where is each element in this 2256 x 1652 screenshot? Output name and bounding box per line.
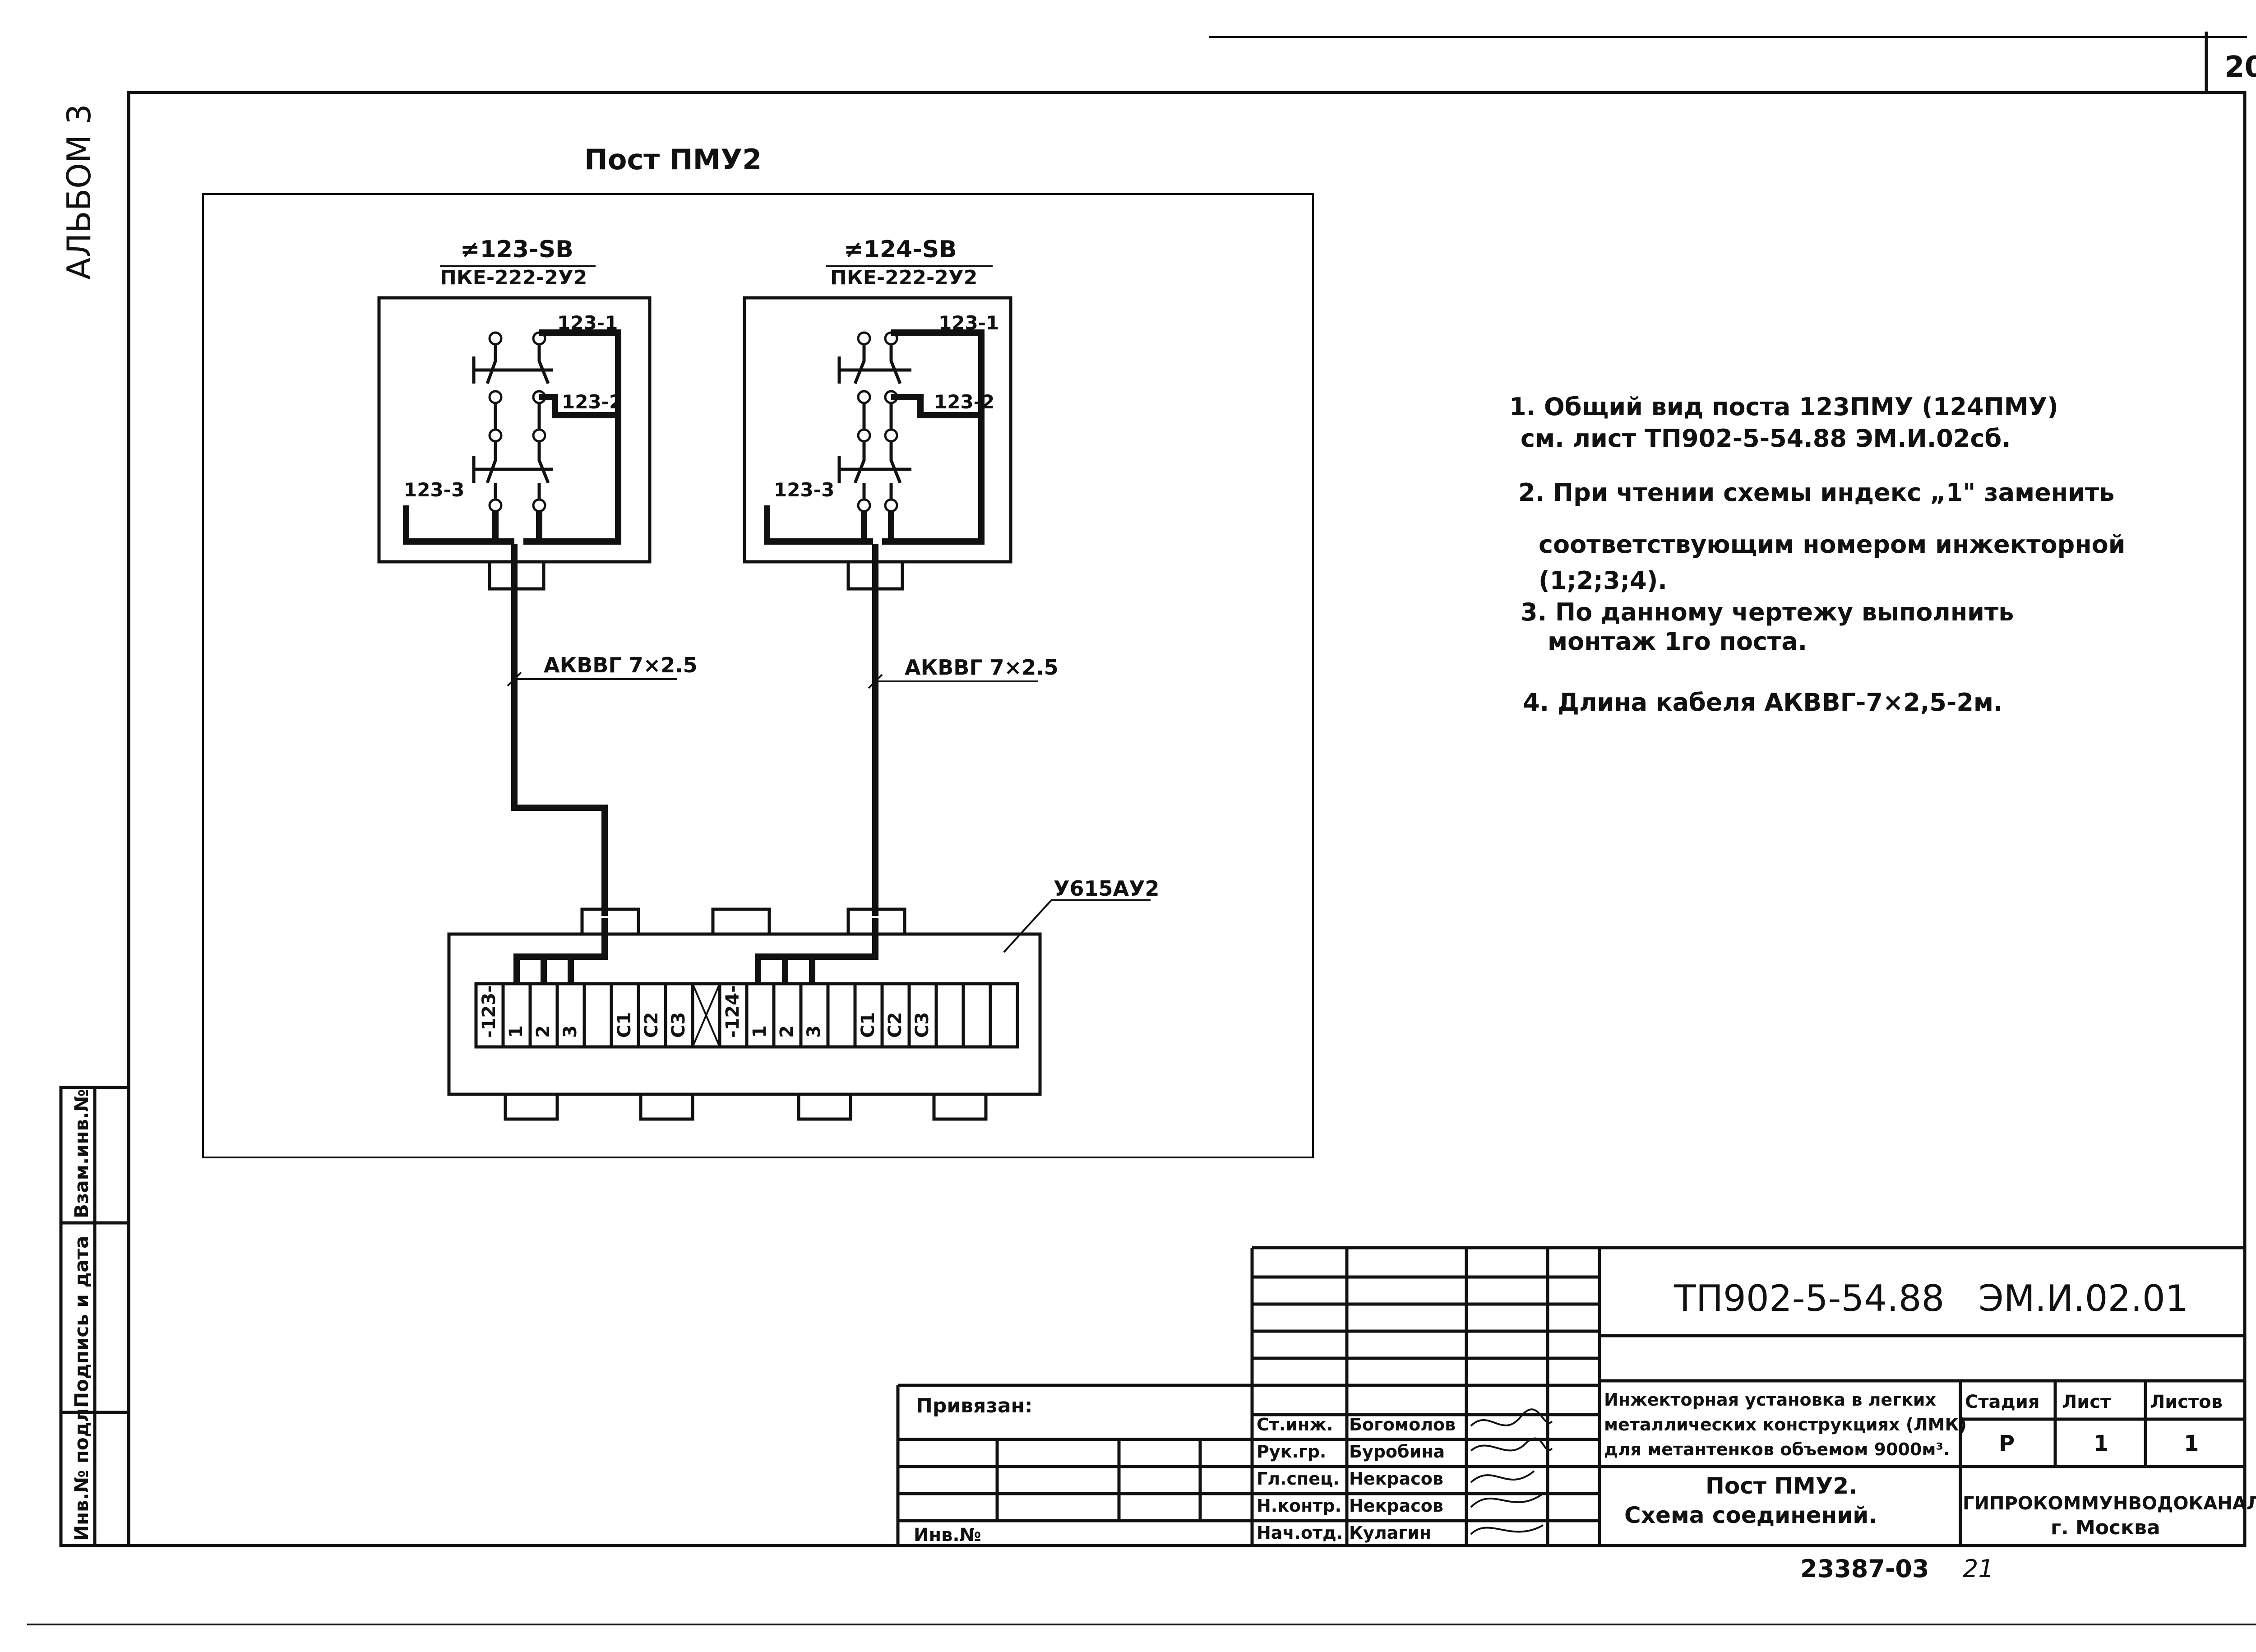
- sheet-label: Лист: [2062, 1392, 2111, 1412]
- post-title: Пост ПМУ2: [584, 143, 762, 176]
- terminal-label: С1: [614, 1012, 635, 1038]
- note-2a: 2. При чтении схемы индекс „1" заменить: [1518, 478, 2114, 507]
- staff-role-5: Нач.отд.: [1257, 1523, 1343, 1543]
- organization-name: ГИПРОКОММУНВОДОКАНАЛ: [1963, 1493, 2256, 1514]
- terminal-cell: [962, 982, 992, 1049]
- drawing-title-2: Схема соединений.: [1624, 1502, 1877, 1528]
- sheet-value: 1: [2094, 1431, 2108, 1456]
- terminal-label: 2: [533, 1025, 554, 1038]
- staff-role-4: Н.контр.: [1257, 1496, 1341, 1516]
- stage-value: Р: [1999, 1431, 2015, 1456]
- stamp-podpis-data: Подпись и дата: [70, 1236, 92, 1408]
- post-1-housing: [377, 296, 652, 564]
- sheets-label: Листов: [2150, 1392, 2223, 1412]
- archive-number: 23387-03: [1800, 1555, 1929, 1583]
- doc-code: ТП902-5-54.88: [1674, 1277, 1944, 1319]
- note-1b: см. лист ТП902-5-54.88 ЭМ.И.02сб.: [1521, 424, 2011, 453]
- post-2-housing: [743, 296, 1012, 564]
- notes: 1. Общий вид поста 123ПМУ (124ПМУ) см. л…: [1509, 393, 2126, 717]
- post-1-type: ПКЕ-222-2У2: [440, 266, 587, 289]
- terminal-label: С2: [885, 1012, 906, 1038]
- staff-name-2: Буробина: [1349, 1442, 1445, 1462]
- terminal-label: -123-: [479, 985, 499, 1038]
- post-2-cable-label: АКВВГ 7×2.5: [905, 655, 1059, 680]
- post-1-designator: ≠123-SB: [460, 236, 573, 263]
- note-3a: 3. По данному чертежу выполнить: [1521, 598, 2014, 626]
- terminal-cell: [934, 982, 965, 1049]
- terminal-label: С3: [912, 1012, 933, 1038]
- sheets-value: 1: [2184, 1431, 2199, 1456]
- post-1-label-2: 123-2: [562, 391, 622, 413]
- post-1: ≠123-SB ПКЕ-222-2У2 123-1 123-2 123-3 АК…: [377, 236, 698, 916]
- staff-name-4: Некрасов: [1349, 1496, 1443, 1516]
- post-1-label-1: 123-1: [557, 312, 618, 334]
- terminal-label: С3: [668, 1012, 689, 1038]
- post-2: ≠124-SB ПКЕ-222-2У2 123-1 123-2 123-3 АК…: [743, 236, 1059, 916]
- side-stamp: Инв.№ подл. Подпись и дата Взам.инв.№: [59, 1086, 130, 1547]
- stamp-vzam-inv: Взам.инв.№: [70, 1089, 92, 1218]
- organization-city: г. Москва: [2051, 1516, 2160, 1539]
- post-2-label-1: 123-1: [938, 312, 999, 334]
- terminal-label: С1: [858, 1012, 878, 1038]
- drawing-title-1: Пост ПМУ2.: [1706, 1473, 1857, 1499]
- terminal-label: С2: [641, 1012, 662, 1038]
- staff-name-5: Кулагин: [1349, 1523, 1431, 1543]
- sheet-number: 20: [2224, 51, 2256, 84]
- terminal-cell: [582, 982, 613, 1049]
- post-2-type: ПКЕ-222-2У2: [830, 266, 977, 289]
- post-2-label-2: 123-2: [934, 391, 994, 413]
- doc-suffix: ЭМ.И.02.01: [1979, 1277, 2188, 1319]
- note-4: 4. Длина кабеля АКВВГ-7×2,5-2м.: [1523, 688, 2003, 717]
- terminal-label: 1: [506, 1025, 527, 1038]
- description-1: Инжекторная установка в легких: [1604, 1390, 1936, 1410]
- terminal-cell: [826, 982, 857, 1049]
- archive-page: 21: [1963, 1555, 1994, 1583]
- sheet-frame: [127, 91, 2247, 1547]
- inv-no-label: Инв.№: [914, 1525, 981, 1546]
- post-2-label-3: 123-3: [774, 479, 834, 501]
- album-label: АЛЬБОМ 3: [60, 104, 98, 280]
- staff-role-3: Гл.спец.: [1257, 1469, 1340, 1489]
- terminal-label: 3: [560, 1025, 581, 1038]
- staff-name-1: Богомолов: [1349, 1415, 1456, 1435]
- title-block: Привязан: Инв.№ Ст.инж. Богомолов Рук.гр…: [896, 1246, 2256, 1583]
- note-2c: (1;2;3;4).: [1539, 566, 1667, 595]
- post-1-cable-label: АКВВГ 7×2.5: [544, 653, 698, 677]
- privyazan-label: Привязан:: [916, 1394, 1033, 1417]
- terminal-label: 3: [804, 1025, 824, 1038]
- post-1-label-3: 123-3: [404, 479, 464, 501]
- note-3b: монтаж 1го поста.: [1548, 627, 1807, 656]
- terminal-cell: [989, 982, 1019, 1049]
- note-1a: 1. Общий вид поста 123ПМУ (124ПМУ): [1509, 393, 2058, 421]
- terminal-box-type: У615АУ2: [1054, 876, 1160, 901]
- staff-name-3: Некрасов: [1349, 1469, 1443, 1489]
- stamp-inv-podl: Инв.№ подл.: [70, 1401, 92, 1541]
- post-2-designator: ≠124-SB: [844, 236, 957, 263]
- staff-role-2: Рук.гр.: [1257, 1442, 1326, 1462]
- terminal-label: 2: [777, 1025, 797, 1038]
- description-3: для метантенков объемом 9000м³.: [1604, 1439, 1950, 1459]
- stage-label: Стадия: [1965, 1392, 2040, 1412]
- note-2b: соответствующим номером инжекторной: [1539, 530, 2126, 559]
- terminal-label: -124-: [722, 985, 743, 1038]
- terminal-label: 1: [749, 1025, 770, 1038]
- post-1-cable: [511, 544, 608, 916]
- post-boundary: [202, 193, 1314, 1158]
- description-2: металлических конструкциях (ЛМК): [1604, 1415, 1967, 1435]
- terminal-separator: [692, 983, 721, 1047]
- staff-role-1: Ст.инж.: [1257, 1415, 1333, 1435]
